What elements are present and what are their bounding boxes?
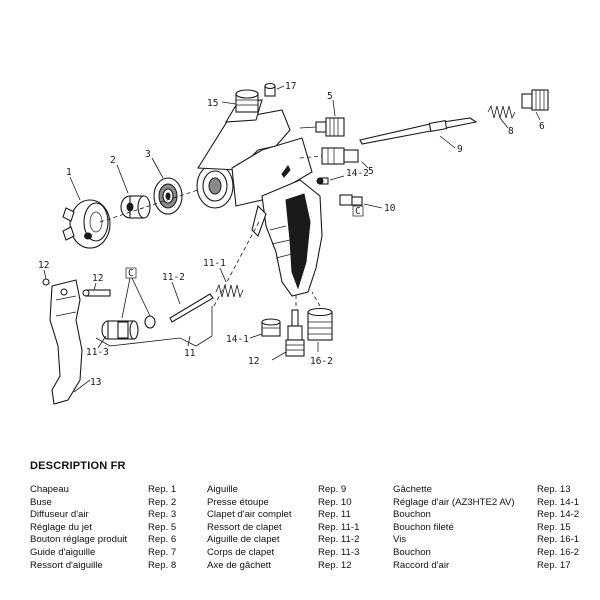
part-name: Réglage du jet	[30, 521, 92, 533]
part-rep: Rep. 17	[537, 559, 571, 571]
part-nozzle	[120, 195, 151, 219]
part-name: Aiguille	[207, 484, 238, 495]
part-name: Ressort de clapet	[207, 521, 282, 533]
part-plug-14-2	[261, 318, 281, 337]
callout-2: 2	[110, 155, 116, 166]
callout-8: 8	[508, 126, 514, 137]
part-name: Bouchon	[393, 509, 431, 521]
callout-11-1: 11-1	[203, 258, 226, 269]
callout-3: 3	[145, 149, 151, 160]
part-name: Raccord d'air	[393, 559, 450, 571]
part-needle-guide	[299, 147, 359, 165]
part-air-fitting	[307, 307, 333, 341]
part-rep: Rep. 11-3	[318, 546, 360, 558]
callout-6: 6	[539, 121, 545, 132]
part-trigger-pin	[82, 289, 111, 297]
parts-column-2-names: Aiguille Presse étoupe Clapet d'air comp…	[207, 484, 318, 572]
part-spray-pattern-adjuster	[299, 117, 345, 137]
part-rep: Rep. 9	[318, 484, 347, 495]
parts-description: DESCRIPTION FR Chapeau Buse Diffuseur d'…	[30, 460, 580, 572]
callout-9: 9	[457, 144, 463, 155]
callout-5: 5	[327, 91, 333, 102]
exploded-view-diagram: 1 2 3	[38, 81, 549, 405]
callout-11-2: 11-2	[162, 272, 185, 283]
parts-column-1-names: Chapeau Buse Diffuseur d'air Réglage du …	[30, 484, 148, 572]
part-rep: Rep. 15	[537, 521, 571, 533]
part-name: Buse	[30, 496, 52, 508]
part-name: Vis	[393, 534, 407, 546]
part-name: Réglage d'air (AZ3HTE2 AV)	[393, 496, 515, 508]
part-rep: Rep. 2	[148, 496, 177, 508]
callout-c-lower: C	[128, 268, 134, 279]
part-name: Bouchon fileté	[393, 521, 454, 533]
part-needle	[359, 117, 478, 145]
callout-12-screw: 12	[38, 260, 49, 271]
part-threaded-plug	[235, 89, 259, 113]
part-air-valve-body	[101, 320, 139, 340]
part-air-adjustment	[285, 309, 305, 357]
parts-column-1-reps: Rep. 1 Rep. 2 Rep. 3 Rep. 5 Rep. 6 Rep. …	[148, 484, 207, 572]
callout-c-upper: C	[355, 206, 361, 217]
callout-11-3: 11-3	[86, 347, 109, 358]
part-rep: Rep. 11-1	[318, 521, 360, 533]
part-rep: Rep. 10	[318, 496, 352, 508]
callout-14-2: 14-1	[226, 334, 249, 345]
part-rep: Rep. 5	[148, 521, 177, 533]
part-name: Aiguille de clapet	[207, 534, 280, 546]
part-name: Gâchette	[393, 484, 432, 495]
part-name: Diffuseur d'air	[30, 509, 89, 521]
part-name: Presse étoupe	[207, 496, 269, 508]
callout-13: 13	[90, 377, 101, 388]
part-name: Bouchon	[393, 546, 431, 558]
part-rep: Rep. 16-2	[537, 546, 580, 558]
part-rep: Rep. 7	[148, 546, 177, 558]
callout-16-1: 14-2	[346, 168, 369, 179]
part-name: Clapet d'air complet	[207, 509, 292, 521]
callout-10: 10	[384, 203, 396, 214]
part-name: Chapeau	[30, 484, 69, 495]
part-needle-spring	[487, 104, 516, 120]
part-fluid-adjustment-knob	[521, 89, 549, 111]
part-rep: Rep. 13	[537, 484, 571, 495]
part-name: Bouton réglage produit	[30, 534, 128, 546]
part-rep: Rep. 11	[318, 509, 351, 521]
part-name: Guide d'aiguille	[30, 546, 96, 558]
part-air-valve-needle	[144, 293, 214, 329]
part-air-cap	[62, 199, 111, 249]
callout-16-2: 17	[285, 81, 296, 92]
callout-15: 15	[207, 98, 218, 109]
callout-7: 5	[368, 166, 374, 177]
description-title: DESCRIPTION FR	[30, 460, 126, 472]
part-rep: Rep. 11-2	[318, 534, 360, 546]
part-rep: Rep. 16-1	[537, 534, 580, 546]
callout-11: 11	[184, 348, 196, 359]
part-packing-gland	[339, 194, 363, 206]
callout-1: 1	[66, 167, 72, 178]
part-name: Ressort d'aiguille	[30, 559, 103, 571]
part-rep: Rep. 8	[148, 559, 177, 571]
parts-column-2-reps: Rep. 9 Rep. 10 Rep. 11 Rep. 11-1 Rep. 11…	[318, 484, 393, 572]
parts-column-3-reps: Rep. 13 Rep. 14-1 Rep. 14-2 Rep. 15 Rep.…	[537, 484, 580, 572]
callout-12-pin: 12	[92, 273, 103, 284]
parts-table: Chapeau Buse Diffuseur d'air Réglage du …	[30, 484, 580, 572]
part-valve-spring	[215, 283, 244, 299]
part-plug-16-2	[264, 82, 276, 97]
part-rep: Rep. 1	[148, 484, 177, 495]
part-trigger	[49, 279, 83, 405]
part-rep: Rep. 14-1	[537, 496, 580, 508]
callout-14-1: 12	[248, 356, 259, 367]
part-rep: Rep. 14-2	[537, 509, 580, 521]
part-air-diffuser	[153, 177, 183, 215]
part-rep: Rep. 6	[148, 534, 177, 546]
callout-17: 16-2	[310, 356, 333, 367]
part-screw-16-1	[316, 177, 329, 185]
part-rep: Rep. 3	[148, 509, 177, 521]
part-name: Axe de gâchett	[207, 559, 272, 571]
part-rep: Rep. 12	[318, 559, 352, 571]
part-name: Corps de clapet	[207, 546, 275, 558]
parts-column-3-names: Gâchette Réglage d'air (AZ3HTE2 AV) Bouc…	[393, 484, 537, 572]
